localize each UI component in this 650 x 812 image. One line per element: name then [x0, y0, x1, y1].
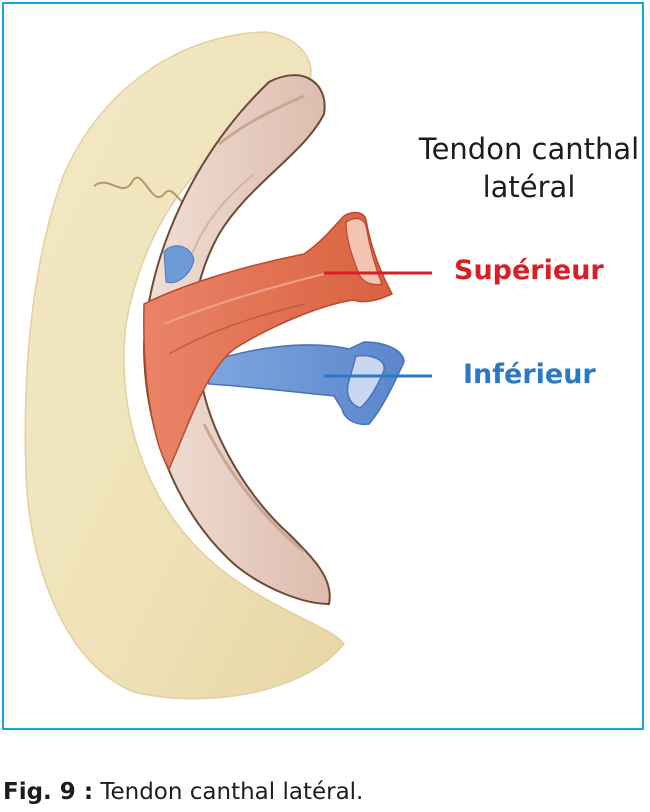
superior-tendon-end — [345, 217, 383, 286]
inferior-tendon-upper-edge — [163, 245, 195, 284]
superior-label: Supérieur — [454, 255, 604, 286]
canthal-tendon-illustration — [24, 31, 432, 700]
caption-prefix: Fig. 9 : — [3, 779, 94, 805]
globe-shade-3 — [191, 173, 255, 255]
caption-text: Tendon canthal latéral. — [93, 779, 364, 805]
figure-title-line1: Tendon canthal — [418, 132, 640, 166]
inferior-label: Inférieur — [463, 359, 596, 390]
globe-shade-2 — [202, 423, 305, 554]
superior-tendon-fiber-2 — [168, 303, 305, 355]
bone-suture — [93, 176, 193, 206]
globe-shade-1 — [218, 94, 305, 146]
figure-caption: Fig. 9 : Tendon canthal latéral. — [3, 779, 363, 805]
figure-title: Tendon canthal latéral — [404, 130, 650, 206]
superior-tendon — [143, 211, 394, 471]
superior-tendon-fiber-1 — [163, 273, 325, 325]
inferior-tendon-end — [346, 354, 385, 409]
figure-frame: Tendon canthal latéral Supérieur Inférie… — [2, 2, 644, 730]
figure-title-line2: latéral — [482, 170, 576, 204]
